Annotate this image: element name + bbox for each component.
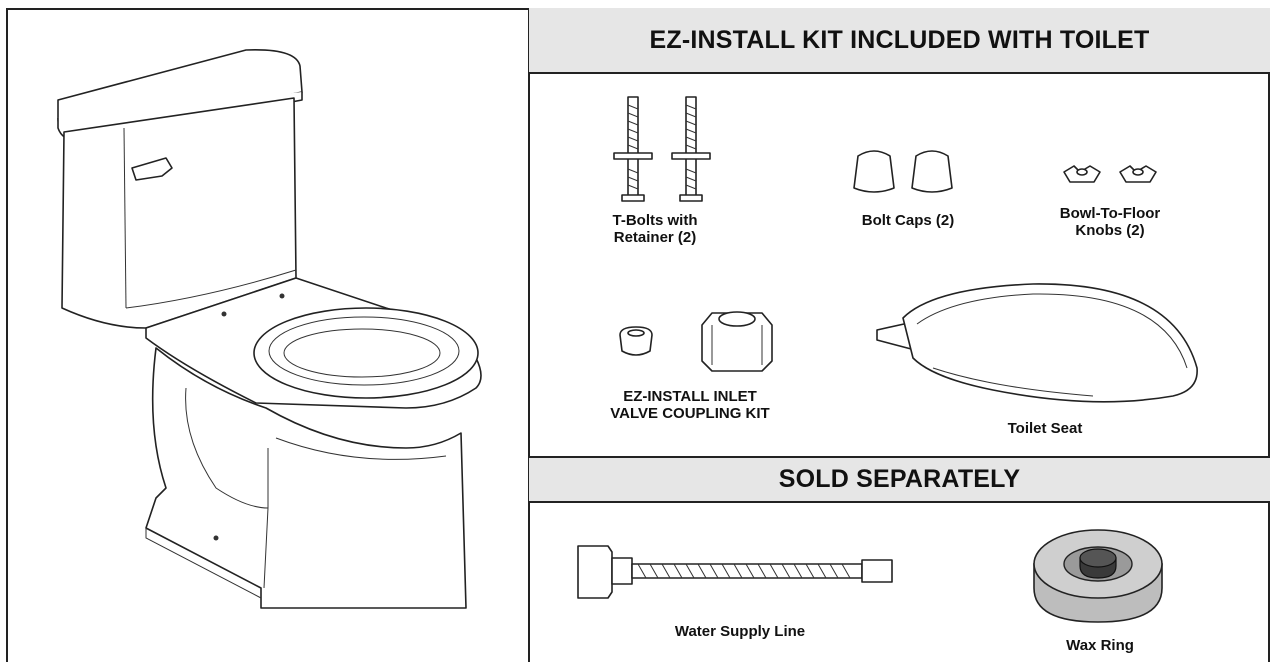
floor-knobs-label: Bowl-To-Floor Knobs (2)	[1059, 205, 1161, 239]
bolt-caps-label: Bolt Caps (2)	[861, 212, 955, 229]
bolt-caps-icon	[853, 150, 953, 193]
floor-knobs-icon	[1063, 165, 1157, 183]
t-bolts-icon	[613, 96, 711, 202]
water-supply-line-label: Water Supply Line	[674, 623, 806, 640]
water-supply-line-icon	[577, 545, 893, 599]
sold-separately-title: SOLD SEPARATELY	[778, 465, 1021, 493]
inlet-coupling-label: EZ-INSTALL INLET VALVE COUPLING KIT	[610, 388, 770, 422]
wax-ring-icon	[1033, 529, 1163, 623]
included-kit-header: EZ-INSTALL KIT INCLUDED WITH TOILET	[529, 8, 1270, 74]
toilet-seat-icon	[876, 283, 1198, 403]
inlet-coupling-icon	[619, 311, 773, 372]
toilet-seat-label: Toilet Seat	[1007, 420, 1083, 437]
included-kit-title: EZ-INSTALL KIT INCLUDED WITH TOILET	[649, 25, 1150, 54]
toilet-illustration-panel	[6, 8, 530, 662]
sold-separately-header: SOLD SEPARATELY	[529, 456, 1270, 503]
t-bolts-label: T-Bolts with Retainer (2)	[612, 212, 698, 246]
wax-ring-label: Wax Ring	[1066, 637, 1134, 654]
toilet-illustration	[57, 49, 482, 609]
